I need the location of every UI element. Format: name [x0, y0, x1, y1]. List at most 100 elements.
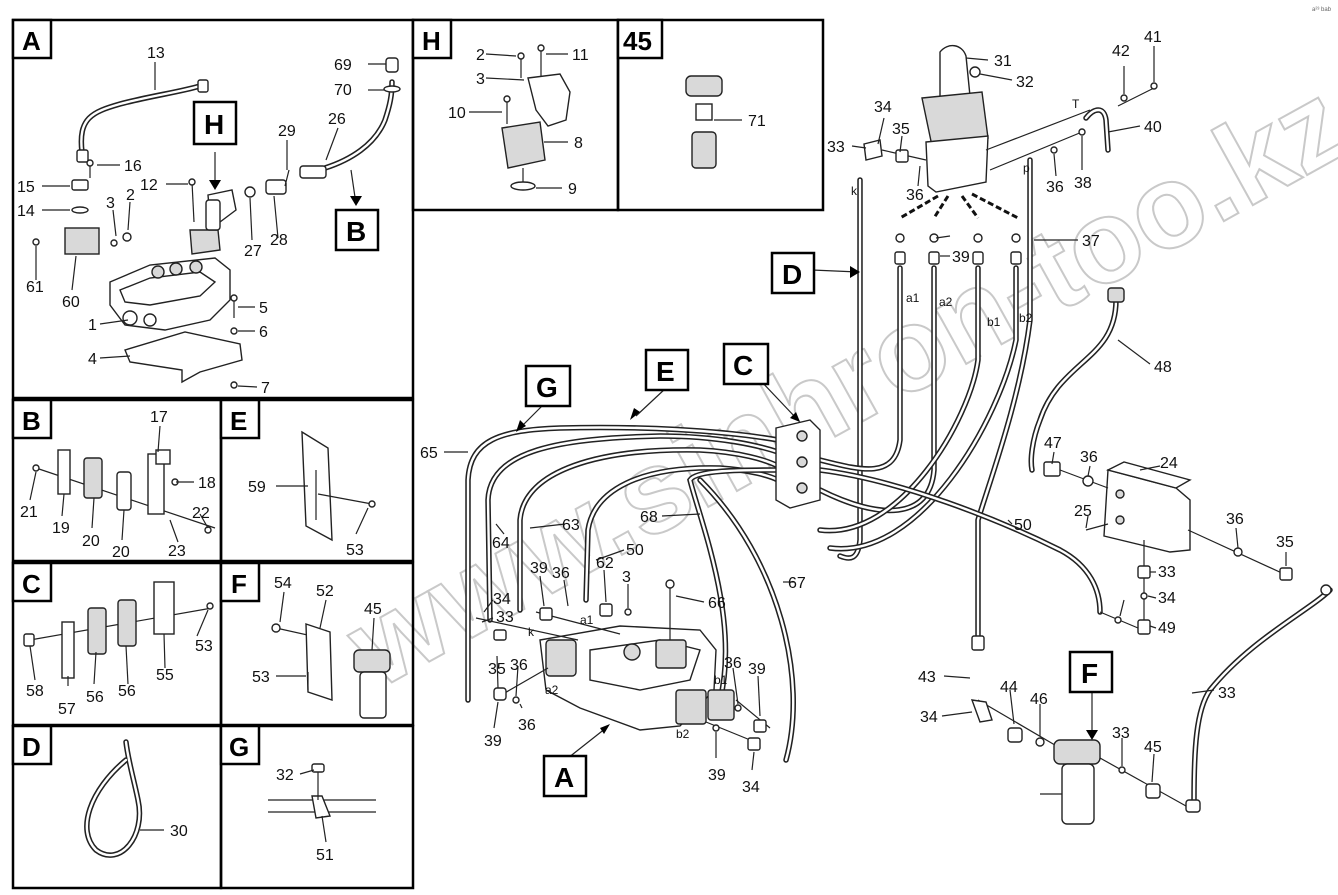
panel-h-label: H: [422, 26, 441, 56]
part-numbers-d: 30: [170, 823, 188, 840]
part-number: 36: [1226, 511, 1244, 528]
callout-h: H: [204, 109, 224, 140]
part-number: 33: [1158, 564, 1176, 581]
part-number: 22: [192, 505, 210, 522]
port-label: b1: [987, 315, 1001, 329]
callout-e: E: [656, 356, 675, 387]
part-number: 24: [1160, 455, 1178, 472]
part-number: 37: [1082, 233, 1100, 250]
panel-g-drawing: [268, 763, 376, 819]
part-number: 39: [708, 767, 726, 784]
port-label: a2: [939, 295, 953, 309]
part-number: 23: [168, 543, 186, 560]
part-number: 35: [892, 121, 910, 138]
part-number: 62: [596, 555, 614, 572]
part-number: 50: [1014, 517, 1032, 534]
part-number: 13: [147, 45, 165, 62]
part-number: 36: [724, 655, 742, 672]
part-number: 33: [496, 609, 514, 626]
leader-lines: [29, 46, 1287, 843]
part-number: 71: [748, 113, 766, 130]
panel-d-label: D: [22, 732, 41, 762]
panel-c-label: C: [22, 569, 41, 599]
callout-g: G: [536, 372, 558, 403]
part-number: 3: [476, 71, 485, 88]
callout-boxes: H B D G E C A F: [192, 100, 1114, 798]
port-label: k: [851, 184, 858, 198]
part-number: 21: [20, 504, 38, 521]
part-number: 36: [518, 717, 536, 734]
part-numbers-c: 53 58 57 56 56 55: [26, 638, 213, 718]
part-number: 35: [488, 661, 506, 678]
part-number: 36: [510, 657, 528, 674]
part-number: 4: [88, 351, 97, 368]
part-number: 43: [918, 669, 936, 686]
part-number: 32: [1016, 74, 1034, 91]
part-number: 48: [1154, 359, 1172, 376]
panel-h-drawing: [501, 44, 571, 191]
part-number: 38: [1074, 175, 1092, 192]
part-number: 30: [170, 823, 188, 840]
part-number: 68: [640, 509, 658, 526]
callout-a: A: [554, 762, 574, 793]
part-number: 55: [156, 667, 174, 684]
part-numbers-h: 2 11 3 10 8 9: [448, 47, 589, 198]
part-number: 6: [259, 324, 268, 341]
part-number: 36: [552, 565, 570, 582]
part-number: 12: [140, 177, 158, 194]
part-number: 44: [1000, 679, 1018, 696]
part-number: 10: [448, 105, 466, 122]
part-number: 36: [1080, 449, 1098, 466]
part-numbers-b: 17 18 21 19 20 20 22 23: [20, 409, 216, 561]
part-numbers-f: 54 52 45 53: [252, 575, 382, 686]
part-number: 59: [248, 479, 266, 496]
part-number: 11: [572, 47, 589, 64]
part-number: 18: [198, 475, 216, 492]
part-number: 36: [1046, 179, 1064, 196]
part-number: 7: [261, 380, 270, 397]
part-numbers-e: 59 53: [248, 479, 364, 559]
port-label: k: [528, 625, 535, 639]
panel-a-drawing: [32, 57, 401, 389]
callout-f: F: [1081, 658, 1098, 689]
part-number: 20: [82, 533, 100, 550]
part-number: 9: [568, 181, 577, 198]
part-number: 54: [274, 575, 292, 592]
part-number: 67: [788, 575, 806, 592]
port-label: T: [1072, 97, 1080, 111]
part-number: 39: [952, 249, 970, 266]
part-number: 61: [26, 279, 44, 296]
part-number: 27: [244, 243, 262, 260]
part-number: 56: [118, 683, 136, 700]
panel-d-drawing: [84, 739, 143, 858]
part-number: 2: [476, 47, 485, 64]
part-number: 1: [88, 317, 97, 334]
part-number: 52: [316, 583, 334, 600]
part-number: 40: [1144, 119, 1162, 136]
part-number: 5: [259, 300, 268, 317]
part-number: 41: [1144, 29, 1162, 46]
panel-b-label: B: [22, 406, 41, 436]
part-number: 3: [622, 569, 631, 586]
part-number: 15: [17, 179, 35, 196]
part-number: 36: [906, 187, 924, 204]
part-number: 58: [26, 683, 44, 700]
part-number: 39: [748, 661, 766, 678]
part-number: 28: [270, 232, 288, 249]
callout-b: B: [346, 216, 366, 247]
part-number: 47: [1044, 435, 1062, 452]
part-number: 39: [530, 560, 548, 577]
part-number: 17: [150, 409, 168, 426]
part-number: 19: [52, 520, 70, 537]
port-label: a1: [906, 291, 920, 305]
panel-a-label: A: [22, 26, 41, 56]
part-number: 34: [493, 591, 511, 608]
part-number: 33: [827, 139, 845, 156]
part-number: 64: [492, 535, 510, 552]
part-number: 26: [328, 111, 346, 128]
part-number: 32: [276, 767, 294, 784]
panel-g-label: G: [229, 732, 249, 762]
part-numbers-a: 13 69 70 26 29 16 15 12 14 3 2 27 28 61 …: [17, 45, 352, 397]
part-number: 57: [58, 701, 76, 718]
